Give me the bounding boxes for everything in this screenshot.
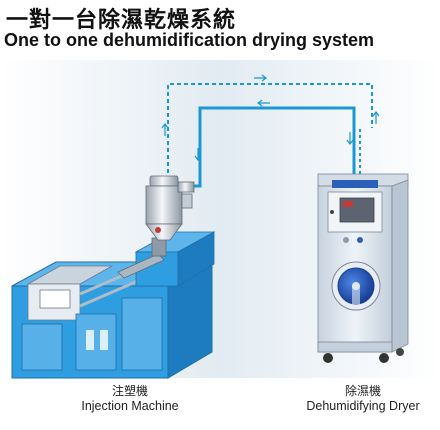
dryer-caption: 除濕機 Dehumidifying Dryer <box>288 384 438 414</box>
title-english: One to one dehumidification drying syste… <box>4 30 375 50</box>
system-diagram <box>0 58 440 430</box>
dryer-label-en: Dehumidifying Dryer <box>306 399 420 413</box>
dryer-label-zh: 除濕機 <box>344 384 381 398</box>
arrow-icon <box>161 74 380 161</box>
injection-machine <box>11 231 216 379</box>
injection-machine-caption: 注塑機 Injection Machine <box>60 384 200 414</box>
return-air-pipe <box>167 83 373 180</box>
title-chinese: 一對一台除濕乾燥系統 <box>6 8 237 33</box>
injection-machine-label-en: Injection Machine <box>81 399 179 413</box>
pipe-network <box>167 83 373 188</box>
supply-air-pipe <box>188 106 356 188</box>
dehumidifying-dryer <box>317 173 409 363</box>
diagram-canvas <box>0 60 440 379</box>
hopper-dryer <box>145 175 195 241</box>
injection-machine-label-zh: 注塑機 <box>111 384 148 398</box>
